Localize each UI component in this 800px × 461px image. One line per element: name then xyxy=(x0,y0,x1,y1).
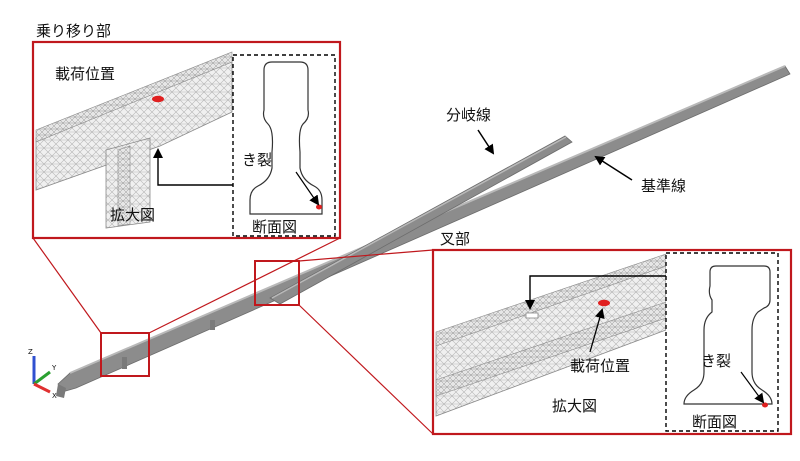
transfer-pointer-arrow xyxy=(153,148,250,186)
frog-rail-profile xyxy=(683,265,773,405)
axis-x-line xyxy=(33,382,51,394)
transfer-crack-marker xyxy=(316,204,322,210)
reference-line-pointer xyxy=(594,155,633,181)
transfer-cross-section-label: 断面図 xyxy=(252,218,297,236)
transfer-crack-label: き裂 xyxy=(242,151,272,169)
frog-cross-section-label: 断面図 xyxy=(692,413,737,431)
rail-support xyxy=(210,320,215,330)
frog-section-selection-box xyxy=(254,260,300,306)
frog-load-position-label: 載荷位置 xyxy=(570,357,630,375)
frog-connector-line xyxy=(298,249,434,262)
frog-pointer-arrow xyxy=(525,275,702,310)
axis-triad: Z Y X xyxy=(28,348,57,400)
transfer-section-title: 乗り移り部 xyxy=(36,22,111,40)
transfer-enlarged-view-label: 拡大図 xyxy=(110,206,155,224)
transfer-load-position-label: 載荷位置 xyxy=(55,65,115,83)
axis-y-line xyxy=(33,370,51,386)
branch-line-rail-top xyxy=(271,136,567,299)
branch-line-rail xyxy=(269,135,573,305)
transfer-enlarged-rail-top xyxy=(35,51,233,143)
frog-crack-location-marker xyxy=(525,312,539,319)
frog-crack-label: き裂 xyxy=(701,352,731,370)
branch-line-pointer xyxy=(477,129,495,155)
transfer-rail-profile xyxy=(249,61,323,215)
frog-crack-pointer xyxy=(740,371,765,404)
axis-x-label: X xyxy=(52,392,57,400)
frog-connector-line xyxy=(298,304,434,435)
transfer-enlarged-support-side xyxy=(117,145,131,227)
rail-model xyxy=(56,65,791,398)
frog-crack-marker xyxy=(762,402,768,408)
transfer-connector-line xyxy=(32,237,102,334)
reference-line-label: 基準線 xyxy=(641,177,686,195)
transfer-crack-pointer xyxy=(295,171,320,206)
frog-load-pointer xyxy=(589,308,605,353)
frog-enlarged-view-label: 拡大図 xyxy=(552,397,597,415)
branch-line-label: 分岐線 xyxy=(446,106,491,124)
rail-end xyxy=(56,384,66,398)
frog-section-title: 叉部 xyxy=(440,230,470,248)
axis-z-label: Z xyxy=(28,348,33,356)
transfer-connector-line xyxy=(148,237,341,334)
transfer-section-selection-box xyxy=(100,332,150,377)
transfer-load-marker xyxy=(152,95,164,103)
rail-support xyxy=(122,357,127,369)
axis-y-label: Y xyxy=(51,364,57,372)
frog-load-marker xyxy=(598,299,610,307)
